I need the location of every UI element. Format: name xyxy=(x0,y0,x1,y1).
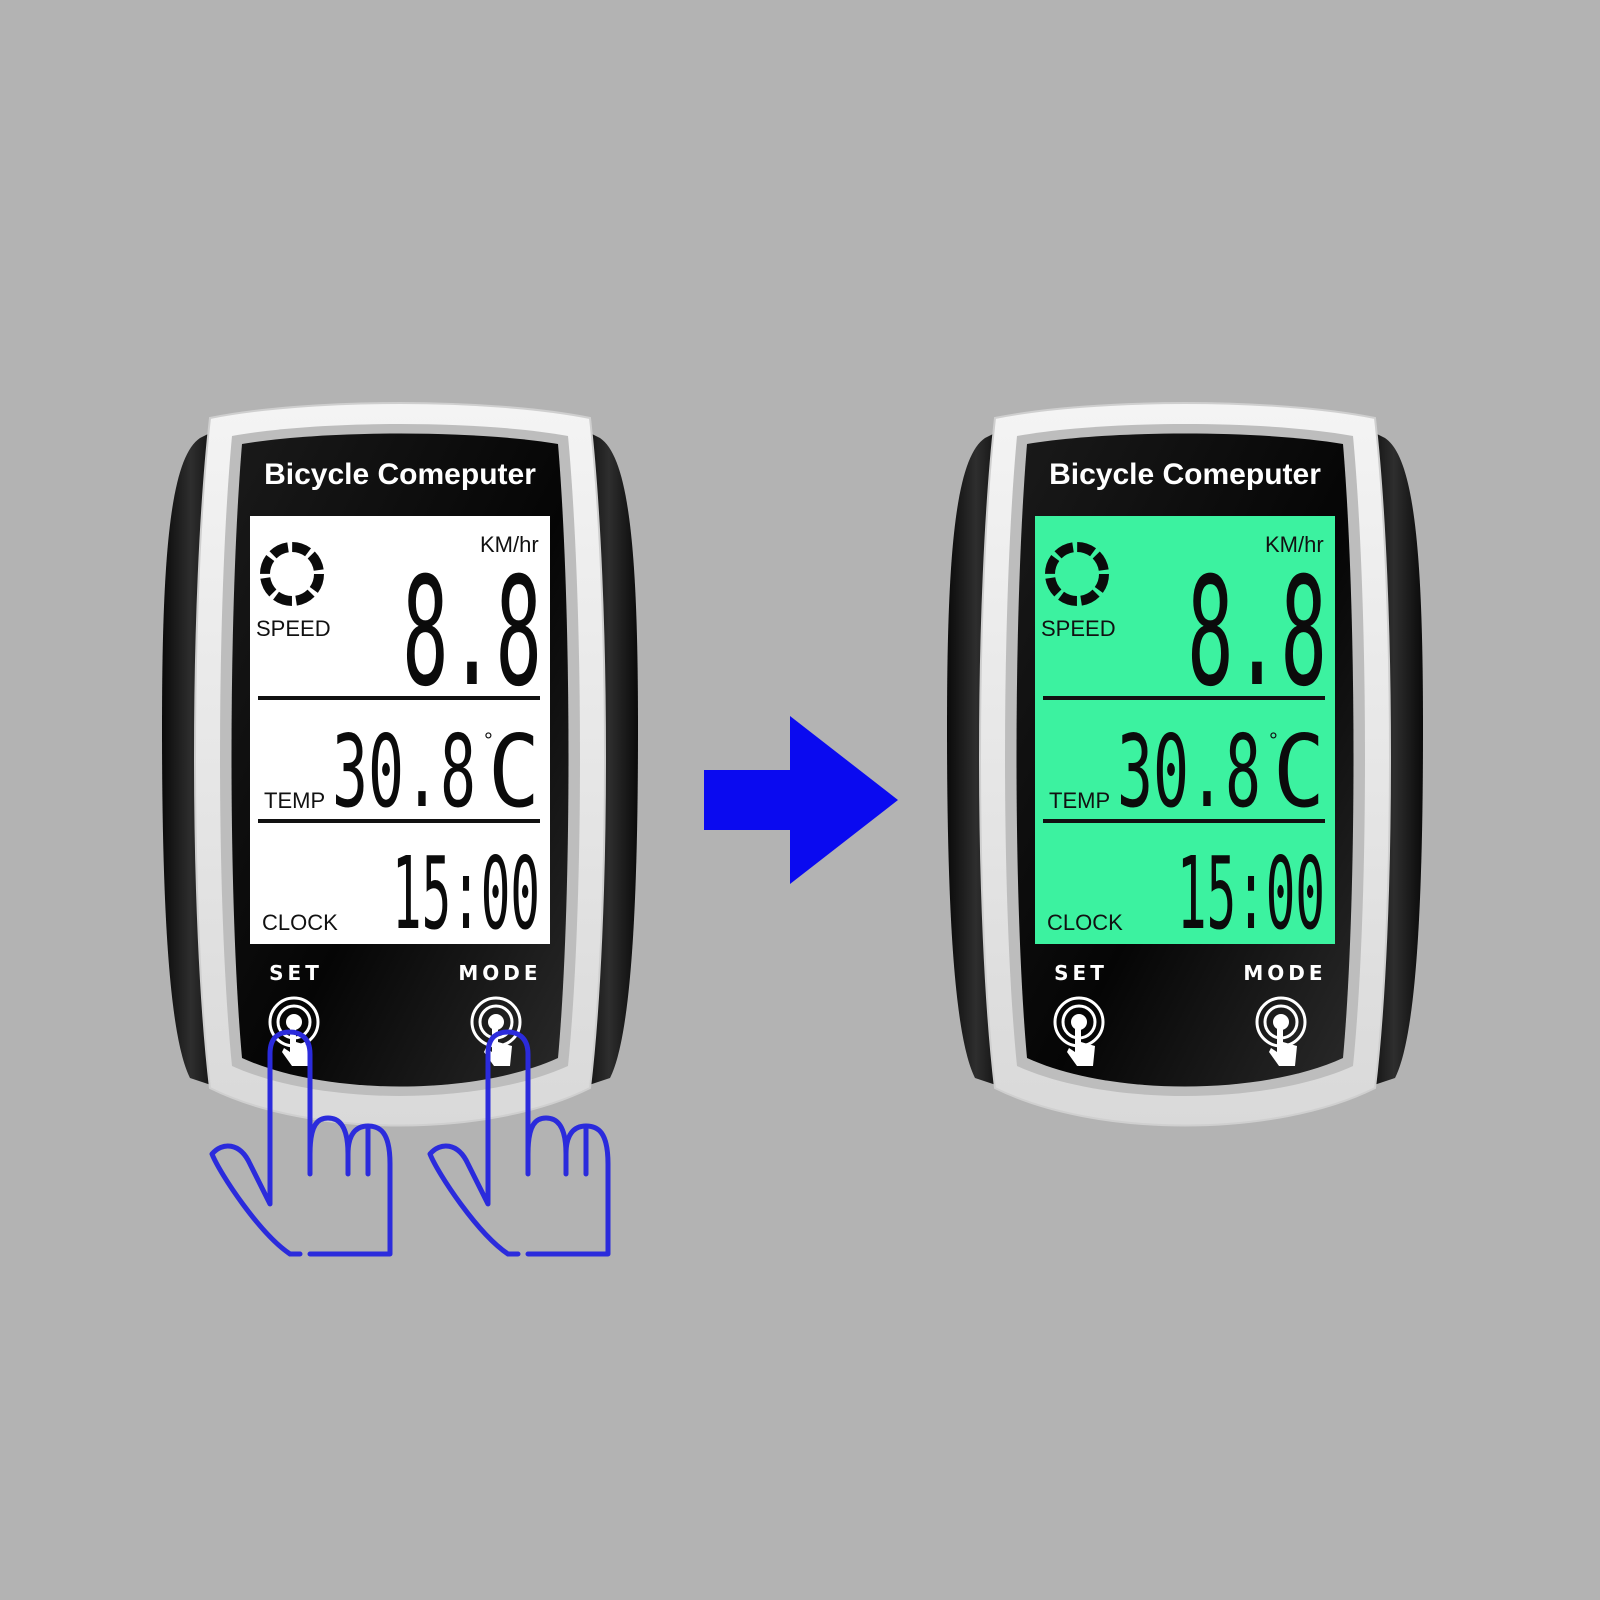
set-button-label: SET xyxy=(269,961,323,985)
speed-unit: KM/hr xyxy=(480,532,539,557)
temp-unit: C xyxy=(488,713,540,830)
set-button-label: SET xyxy=(1054,961,1108,985)
temp-value: 30.8 xyxy=(1117,713,1261,830)
temp-degree: ° xyxy=(1269,728,1278,753)
divider xyxy=(258,696,540,700)
speed-value: 8.8 xyxy=(402,546,542,720)
mode-button-label: MODE xyxy=(458,961,541,985)
mode-button-label: MODE xyxy=(1243,961,1326,985)
temp-unit: C xyxy=(1273,713,1325,830)
divider xyxy=(1043,819,1325,823)
speed-label: SPEED xyxy=(256,616,331,641)
bike-computer-right: Bicycle Comeputer SPEED KM/hr 8.8 TEMP 3… xyxy=(946,402,1424,1127)
lcd-screen xyxy=(250,516,550,944)
clock-label: CLOCK xyxy=(1047,910,1123,935)
temp-degree: ° xyxy=(484,728,493,753)
clock-label: CLOCK xyxy=(262,910,338,935)
lcd-screen-backlit xyxy=(1035,516,1335,944)
device-title: Bicycle Comeputer xyxy=(1049,458,1321,491)
clock-value: 15:00 xyxy=(392,835,540,952)
speed-unit: KM/hr xyxy=(1265,532,1324,557)
device-title: Bicycle Comeputer xyxy=(264,458,536,491)
bike-computer-left: Bicycle Comeputer SPEED KM/hr 8.8 TEMP 3… xyxy=(161,402,639,1127)
divider xyxy=(258,819,540,823)
speed-value: 8.8 xyxy=(1187,546,1327,720)
temp-label: TEMP xyxy=(264,788,325,813)
clock-value: 15:00 xyxy=(1177,835,1325,952)
speed-label: SPEED xyxy=(1041,616,1116,641)
divider xyxy=(1043,696,1325,700)
temp-label: TEMP xyxy=(1049,788,1110,813)
temp-value: 30.8 xyxy=(332,713,476,830)
arrow-right-icon xyxy=(704,716,898,884)
